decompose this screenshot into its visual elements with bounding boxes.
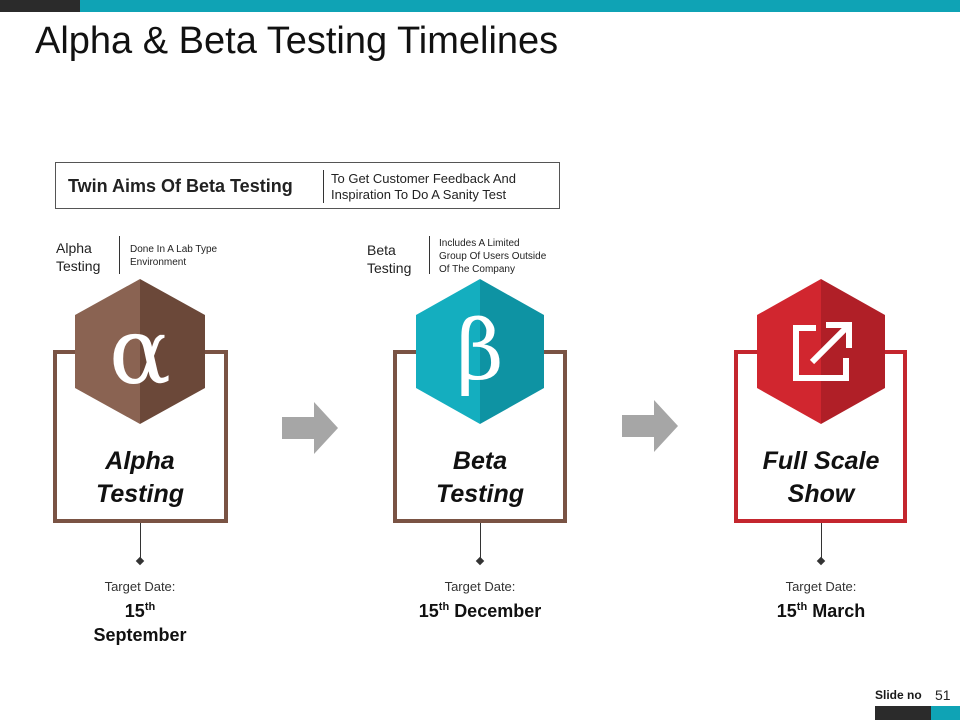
full-scale-stem-dot <box>816 556 826 566</box>
alpha-target-date-day: 15th <box>124 601 156 621</box>
slide-number: 51 <box>935 687 951 703</box>
alpha-note-label-line2: Testing <box>56 258 101 274</box>
beta-note-label: Beta Testing <box>367 241 411 277</box>
aims-divider <box>323 170 324 203</box>
alpha-stage-name-line2: Testing <box>96 480 184 508</box>
alpha-note-label-line1: Alpha <box>56 240 92 256</box>
full-scale-stage-name: Full Scale Show <box>745 445 897 511</box>
arrow-right-icon <box>622 400 678 452</box>
beta-note-label-line1: Beta <box>367 242 396 258</box>
bottom-bar-teal <box>931 706 960 720</box>
beta-note-divider <box>429 236 430 274</box>
beta-note-desc-line2: Group Of Users Outside <box>439 251 547 262</box>
beta-target-label: Target Date: <box>444 579 516 594</box>
beta-note-description: Includes A Limited Group Of Users Outsid… <box>439 237 546 276</box>
beta-hexagon <box>416 279 544 424</box>
aims-box <box>55 162 560 209</box>
full-scale-stage-name-line2: Show <box>787 480 855 508</box>
alpha-note-label: Alpha Testing <box>56 239 100 275</box>
aims-title: Twin Aims Of Beta Testing <box>68 176 293 196</box>
beta-stage-name-line1: Beta <box>452 447 508 475</box>
alpha-stage-name-line1: Alpha <box>105 447 175 475</box>
external-link-icon <box>793 322 852 381</box>
alpha-stage-name: Alpha Testing <box>65 445 215 511</box>
full-scale-hexagon <box>757 279 885 424</box>
alpha-note-desc-line1: Done In A Lab Type <box>130 244 218 255</box>
beta-target-date: 15th December <box>390 595 570 623</box>
beta-stem <box>480 523 481 561</box>
arrow-right-icon <box>282 402 338 454</box>
beta-symbol-icon: β <box>456 303 504 399</box>
full-scale-stem <box>821 523 822 561</box>
page-title: Alpha & Beta Testing Timelines <box>35 20 559 62</box>
beta-note-desc-line1: Includes A Limited <box>439 238 520 249</box>
beta-target-date-text: 15th December <box>418 601 542 621</box>
alpha-target-label: Target Date: <box>104 579 176 594</box>
full-scale-target-date-text: 15th March <box>776 601 866 621</box>
slide-number-label: Slide no <box>875 688 922 702</box>
beta-stage-name: Beta Testing <box>405 445 555 511</box>
alpha-stem <box>140 523 141 561</box>
alpha-target-date-month: September <box>93 625 187 645</box>
beta-note-label-line2: Testing <box>367 260 412 276</box>
bottom-bar-dark <box>875 706 931 720</box>
alpha-note-description: Done In A Lab Type Environment <box>130 243 217 269</box>
alpha-note-divider <box>119 236 120 274</box>
beta-stage-name-line2: Testing <box>436 480 524 508</box>
alpha-hexagon <box>75 279 205 424</box>
alpha-note-desc-line2: Environment <box>130 257 187 268</box>
top-bar-teal <box>80 0 960 12</box>
aims-description: To Get Customer Feedback And Inspiration… <box>331 171 516 202</box>
alpha-target-date: 15th September <box>50 595 230 647</box>
alpha-symbol-icon: α <box>108 297 172 405</box>
full-scale-target-label: Target Date: <box>785 579 857 594</box>
alpha-stem-dot <box>135 556 145 566</box>
beta-stem-dot <box>475 556 485 566</box>
full-scale-stage-name-line1: Full Scale <box>762 447 880 475</box>
top-bar-dark <box>0 0 80 12</box>
beta-note-desc-line3: Of The Company <box>439 264 515 275</box>
full-scale-target-date: 15th March <box>731 595 911 623</box>
